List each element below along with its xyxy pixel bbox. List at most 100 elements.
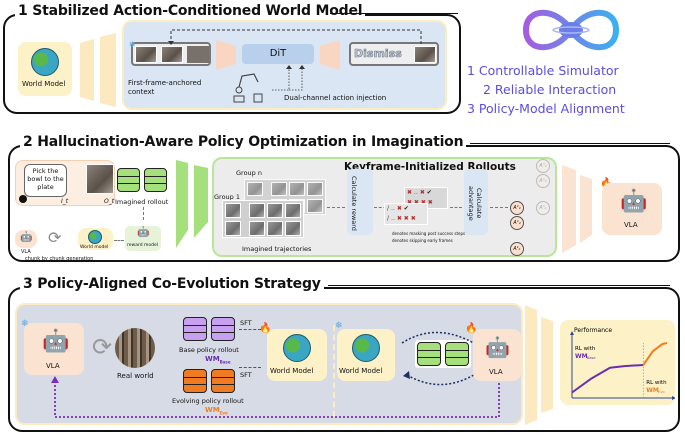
group-1-label: Group 1 <box>214 193 240 201</box>
chunk-label: chunk by chunk generation <box>25 256 94 262</box>
feedback-arrow-purple <box>51 376 500 418</box>
keyframe-rollouts-panel: Keyframe-Initialized Rollouts Group n Gr… <box>212 157 557 257</box>
wm-evo-sub: Evo <box>219 410 228 416</box>
vla-card: 🤖 VLA <box>602 183 662 235</box>
legend-skip: denotes skipping early frames <box>392 238 453 243</box>
series-line-0 <box>571 364 644 394</box>
highlight-2: 2 Reliable Interaction <box>483 82 617 97</box>
calc-reward-label: Calculate reward <box>350 175 358 231</box>
peach-funnel-arrow <box>562 165 592 253</box>
calc-advantage-box: Calculate advantage <box>464 169 488 235</box>
trajectories-label: Imagined trajectories <box>242 245 312 253</box>
robot-icon: 🤖 <box>620 189 648 214</box>
output-frame <box>414 46 436 63</box>
imagined-rollout-label: Imagined rollout <box>115 198 169 206</box>
wm-base-text: WM <box>205 355 220 363</box>
dismiss-text: Dismiss <box>354 47 402 61</box>
vla-card-left: 🤖 VLA <box>24 323 84 375</box>
imagined-rollout-db <box>117 168 173 194</box>
globe-icon <box>283 334 311 362</box>
chart-title: Performance <box>574 327 612 334</box>
real-world-image <box>115 328 155 368</box>
advantage-n-k: Aⁿₖ <box>536 201 550 215</box>
rollout-connector <box>143 207 144 220</box>
section1-title-line <box>330 13 458 14</box>
advantage-1-1: A¹₁ <box>510 201 524 215</box>
section3-title-line <box>327 285 670 286</box>
vla-label: VLA <box>624 221 638 229</box>
vla-small-label: VLA <box>21 249 31 255</box>
world-model-label-2: World Model <box>339 367 383 375</box>
annotation-evo-wm: WM <box>646 387 659 394</box>
cycle-icon: ⟳ <box>92 333 113 361</box>
advantage-n-1: Aⁿ₁ <box>536 159 550 173</box>
world-model-card: World Model <box>18 42 72 96</box>
reward-model-label: reward model <box>127 243 159 248</box>
y-axis-arrow <box>570 331 574 335</box>
robot-icon: 🤖 <box>20 232 33 243</box>
sft-label-bottom: SFT <box>240 371 252 379</box>
vla-right-label: VLA <box>489 368 503 376</box>
reward-grid-front: / ‥ ✖ ✔/ ‥ ✖ ✖ ✖ <box>384 203 428 225</box>
group-1-frames <box>222 200 304 238</box>
noise-frame <box>187 46 209 63</box>
world-model-card-trained: World Model <box>267 329 327 381</box>
annotation-base-wm: WM <box>575 353 588 360</box>
section2-title-line <box>470 143 670 144</box>
reward-robot-icon: 🤖 <box>137 227 150 238</box>
real-world-label: Real world <box>117 372 154 380</box>
output-frames: Dismiss <box>349 42 439 66</box>
observation-image <box>86 164 114 194</box>
vla-card-right: 🤖 VLA <box>473 329 521 381</box>
instruction-card: Pick the bowl to the plate I_t O_t <box>15 160 115 206</box>
feedback-dashed-arrow <box>168 29 422 91</box>
robot-icon: 🤖 <box>485 335 510 359</box>
globe-icon <box>31 48 59 76</box>
calc-reward-box: Calculate reward <box>347 169 373 235</box>
speech-bubble: Pick the bowl to the plate <box>24 164 67 197</box>
snowflake-icon: ❄ <box>21 319 29 329</box>
to-advantages-arrow <box>490 207 508 208</box>
to-advantage-arrow <box>450 207 462 208</box>
vla-card-small: 🤖 <box>15 230 37 248</box>
section2-title: 2 Hallucination-Aware Policy Optimizatio… <box>20 134 467 150</box>
rollout-db <box>415 340 471 368</box>
x-axis-arrow <box>672 396 676 400</box>
world-model-small-label: World model <box>80 245 109 250</box>
section1-title: 1 Stabilized Action-Conditioned World Mo… <box>15 3 366 19</box>
wm-base-label: WMBase <box>205 355 231 364</box>
wm-evo-text: WM <box>205 406 220 414</box>
globe-icon <box>88 230 102 244</box>
advantage-1-k: A¹ₖ <box>510 242 524 256</box>
section3-frame <box>8 287 680 432</box>
encoder-trapezoid <box>216 40 236 70</box>
cycle-icon: ⟳ <box>48 228 62 247</box>
context-frame-2 <box>161 46 183 63</box>
sft-label-top: SFT <box>240 319 252 327</box>
evo-rollout-label: Evolving policy rollout <box>172 397 244 405</box>
section3-inner-panel: ❄ 🤖 VLA ⟳ Real world Base policy rollout… <box>15 303 523 425</box>
dit-block: DiT <box>242 44 314 64</box>
base-rollout-db <box>183 317 237 343</box>
annotation-base-sub: Base <box>587 356 596 360</box>
action-injection-label: Dual-channel action injection <box>284 94 387 102</box>
sft-line-top <box>239 329 261 330</box>
evo-rollout-db <box>183 369 237 395</box>
world-model-label: World Model <box>270 367 314 375</box>
highlight-1: 1 Controllable Simulator <box>467 63 619 78</box>
annotation-evo: RL with <box>646 380 667 386</box>
to-reward-arrow <box>327 207 345 208</box>
wm-evo-label: WMEvo <box>205 406 228 415</box>
legend-mask: denotes masking post success steps <box>392 231 466 236</box>
group-n-label: Group n <box>236 169 262 177</box>
world-model-card-frozen: World Model <box>337 329 395 381</box>
funnel-arrow <box>80 33 116 107</box>
robot-arm-icon <box>233 73 263 103</box>
annotation-evo-sub: Evo <box>658 390 664 394</box>
infinity-robot-arm-globe-icon <box>522 9 620 51</box>
context-frame-1 <box>135 46 157 63</box>
base-rollout-label: Base policy rollout <box>179 346 239 354</box>
section3-title: 3 Policy-Aligned Co-Evolution Strategy <box>20 276 324 292</box>
reward-connector <box>114 240 124 241</box>
